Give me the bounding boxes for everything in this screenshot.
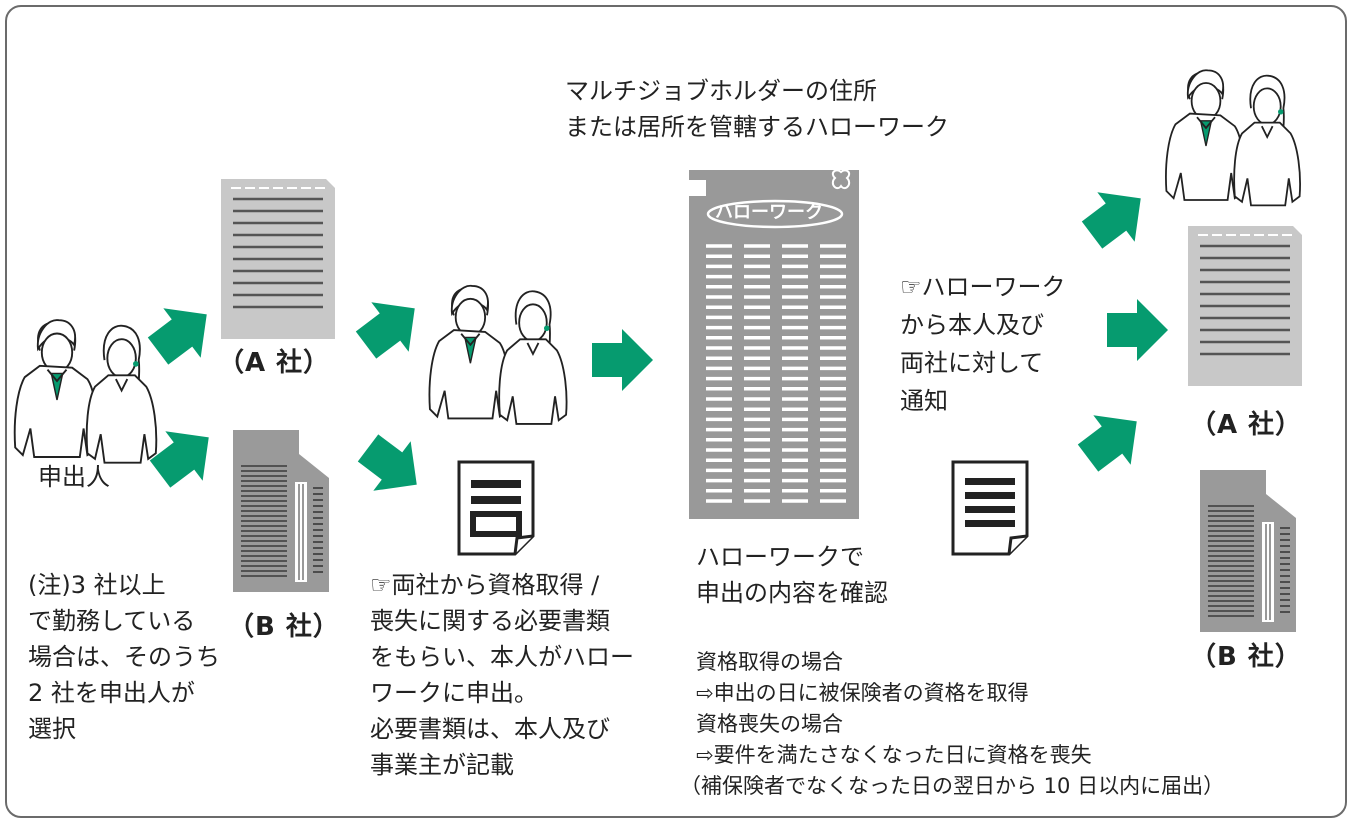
company-b-label: （B 社） xyxy=(228,612,340,642)
header-line-2: または居所を管轄するハローワーク xyxy=(565,113,949,141)
result-company-b-label: （B 社） xyxy=(1190,642,1302,672)
hellowork-logo-icon xyxy=(831,169,851,190)
result-company-b-document-icon xyxy=(1199,469,1297,633)
notify-text-line-2: から本人及び xyxy=(900,311,1044,339)
hellowork-building-icon xyxy=(689,169,859,519)
result-company-a-document-icon xyxy=(1186,224,1304,388)
middle-text-line-5: 必要書類は、本人及び xyxy=(370,715,610,743)
header-line-1: マルチジョブホルダーの住所 xyxy=(565,77,877,105)
middle-text-line-6: 事業主が記載 xyxy=(370,751,514,779)
arrow-icon-notify-a-person xyxy=(1073,173,1160,260)
result-text-line-5: （補保険者でなくなった日の翌日から 10 日以内に届出） xyxy=(680,774,1225,798)
middle-text-line-4: ワークに申出。 xyxy=(370,679,538,707)
result-company-a-label: （A 社） xyxy=(1190,410,1303,440)
middle-text-line-1: ☞両社から資格取得 / xyxy=(370,571,600,599)
applicant-label: 申出人 xyxy=(38,463,110,491)
note-line-2: で勤務している xyxy=(28,607,196,635)
notice-form-icon xyxy=(951,460,1029,556)
company-b-document-icon xyxy=(232,429,330,593)
note-line-3: 場合は、そのうち xyxy=(28,643,220,671)
arrow-icon-b-to-person xyxy=(349,423,436,510)
company-a-document-icon xyxy=(219,177,337,341)
result-text-line-3: 資格喪失の場合 xyxy=(696,712,843,736)
arrow-icon-notify-a-company xyxy=(1107,299,1168,361)
notify-text-line-3: 両社に対して xyxy=(900,349,1044,377)
result-text-line-1: 資格取得の場合 xyxy=(696,650,843,674)
arrow-icon-notify-b-company xyxy=(1069,396,1156,483)
notify-text-line-4: 通知 xyxy=(900,387,948,415)
arrow-icon-to-a xyxy=(139,289,226,376)
note-line-1: (注)3 社以上 xyxy=(28,571,166,599)
note-line-5: 選択 xyxy=(28,715,76,743)
confirm-text-line-2: 申出の内容を確認 xyxy=(696,579,888,607)
result-text-line-4: ⇨要件を満たさなくなった日に資格を喪失 xyxy=(696,743,1092,767)
notify-text-line-1: ☞ハローワーク xyxy=(900,273,1066,301)
result-text-line-2: ⇨申出の日に被保険者の資格を取得 xyxy=(696,681,1029,705)
request-form-icon xyxy=(457,460,535,556)
middle-text-line-3: をもらい、本人がハロー xyxy=(370,643,634,671)
result-people-icon xyxy=(1165,69,1301,207)
company-a-label: （A 社） xyxy=(218,348,331,378)
hellowork-sign-label: ハローワーク xyxy=(715,202,823,223)
applicant-people-icon xyxy=(13,319,158,464)
middle-text-line-2: 喪失に関する必要書類 xyxy=(370,607,610,635)
confirm-text-line-1: ハローワークで xyxy=(696,543,864,571)
arrow-icon-to-hellowork xyxy=(592,329,653,391)
arrow-icon-a-to-person xyxy=(347,283,434,370)
note-line-4: 2 社を申出人が xyxy=(28,679,195,707)
person-people-icon xyxy=(428,284,568,425)
diagram-frame xyxy=(5,5,1347,818)
